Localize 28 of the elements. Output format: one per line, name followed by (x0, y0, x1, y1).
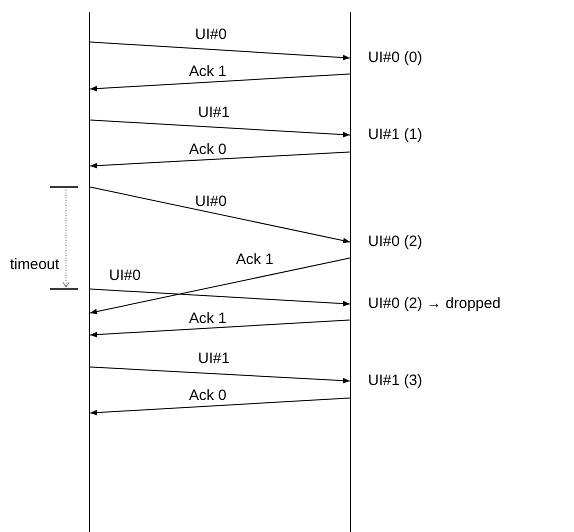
edge-label: UI#1 (198, 350, 230, 368)
message-arrow (90, 288, 350, 306)
edge-label: Ack 1 (189, 310, 227, 328)
edge-label: UI#0 (195, 26, 227, 44)
message-arrow (90, 186, 350, 244)
lifeline (89, 12, 90, 532)
edge-label: Ack 1 (236, 251, 274, 269)
edge-label: Ack 0 (189, 141, 227, 159)
message-arrow (90, 366, 350, 384)
timeout-label: timeout (10, 256, 60, 274)
frame-state-label: UI#0 (2) → dropped (368, 295, 501, 313)
frame-state-label: UI#1 (3) (368, 372, 422, 390)
message-arrow (90, 320, 350, 338)
edge-label: UI#0 (109, 267, 141, 285)
message-arrow (90, 120, 350, 138)
message-arrow (90, 258, 350, 314)
edge-label: Ack 0 (189, 387, 227, 405)
frame-state-label: UI#1 (1) (368, 126, 422, 144)
lifeline (350, 12, 351, 532)
message-arrow (90, 42, 350, 60)
message-arrow (90, 152, 350, 168)
frame-state-label: UI#0 (0) (368, 49, 422, 67)
message-arrow (90, 74, 350, 92)
edge-label: UI#0 (195, 193, 227, 211)
message-arrow (90, 398, 350, 416)
frame-state-label: UI#0 (2) (368, 233, 422, 251)
edge-label: Ack 1 (189, 63, 227, 81)
edge-label: UI#1 (198, 104, 230, 122)
